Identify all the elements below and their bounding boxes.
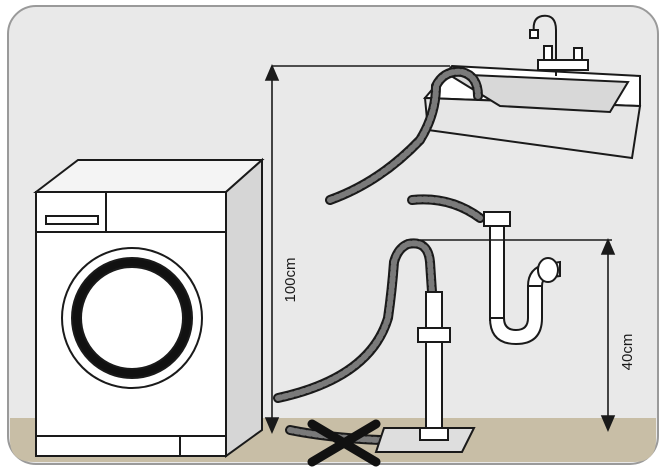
standpipe-height-label: 40cm <box>619 334 636 371</box>
p-trap-icon <box>483 211 561 346</box>
drain-hose <box>273 66 485 445</box>
sink-height-dimension <box>264 63 450 435</box>
sink-height-label: 100cm <box>282 257 299 302</box>
standpipe-height-dimension <box>420 237 616 433</box>
standpipe-icon <box>374 291 476 453</box>
faucet-icon <box>529 14 589 76</box>
washing-machine-icon <box>33 157 265 458</box>
wrong-x-mark-icon <box>307 419 381 467</box>
